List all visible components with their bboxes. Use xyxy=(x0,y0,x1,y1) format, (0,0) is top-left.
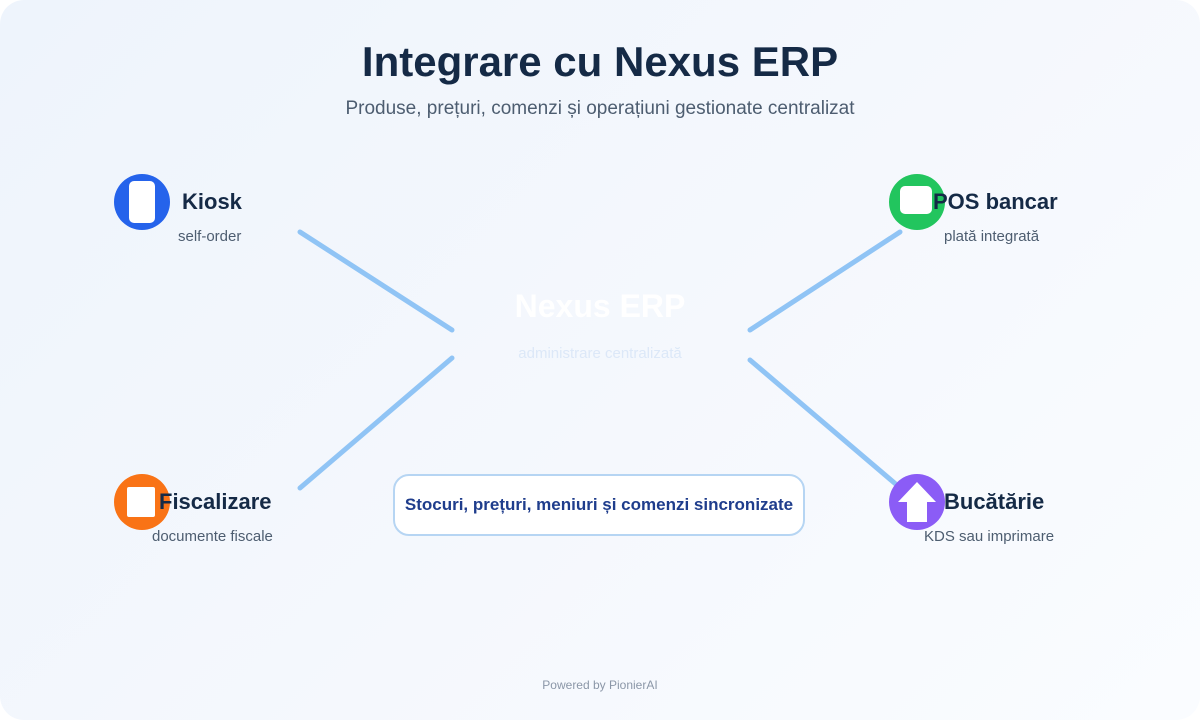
connector-kiosk xyxy=(297,229,455,333)
kitchen-node xyxy=(889,474,945,530)
card-terminal-icon xyxy=(900,186,932,214)
node-subtitle-fiscal: documente fiscale xyxy=(152,528,273,545)
node-title-pos: POS bancar xyxy=(933,189,1058,214)
node-subtitle-pos: plată integrată xyxy=(944,228,1040,245)
kitchen-house-icon xyxy=(898,482,936,522)
node-title-fiscal: Fiscalizare xyxy=(159,489,272,514)
node-subtitle-kiosk: self-order xyxy=(178,228,242,245)
tablet-icon xyxy=(129,181,155,223)
pos-node xyxy=(889,174,945,230)
node-title-kiosk: Kiosk xyxy=(182,189,242,214)
fiscal-node xyxy=(114,474,170,530)
page-title: Integrare cu Nexus ERP xyxy=(361,38,839,85)
sync-note-text: Stocuri, prețuri, meniuri și comenzi sin… xyxy=(404,495,794,514)
receipt-icon xyxy=(127,487,155,517)
node-title-kitchen: Bucătărie xyxy=(944,489,1045,514)
kiosk-node xyxy=(114,174,170,230)
sync-note-box: Stocuri, prețuri, meniuri și comenzi sin… xyxy=(393,474,805,536)
connector-pos xyxy=(747,229,903,333)
hub-subtitle: administrare centralizată xyxy=(518,345,682,362)
footer-credit: Powered by PionierAI xyxy=(542,678,658,692)
page-subtitle: Produse, prețuri, comenzi și operațiuni … xyxy=(345,98,855,119)
node-subtitle-kitchen: KDS sau imprimare xyxy=(924,528,1055,545)
connector-fiscal xyxy=(297,355,455,491)
connector-kitchen xyxy=(747,357,901,489)
hub-title: Nexus ERP xyxy=(514,288,686,324)
